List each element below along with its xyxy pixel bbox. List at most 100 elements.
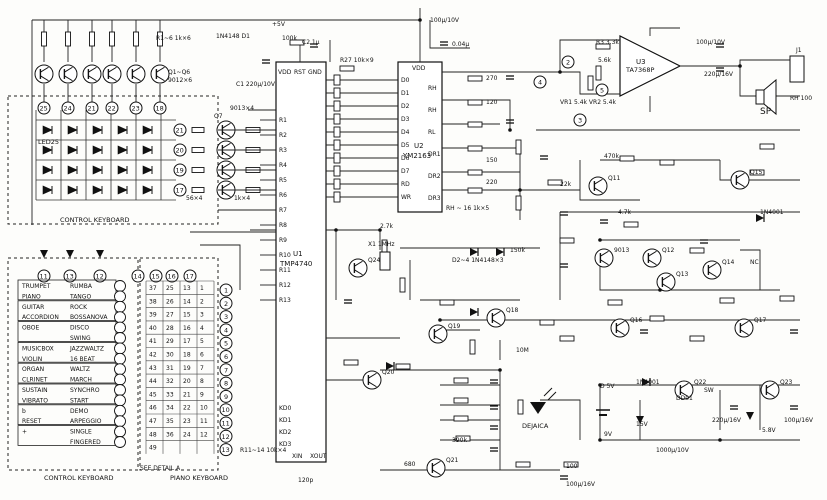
piano-cell-8-1: 33 bbox=[166, 391, 174, 398]
u2-pin-left-3: D3 bbox=[401, 116, 410, 123]
r56k-label: 5.6k bbox=[598, 57, 612, 64]
u2-pin-left-1: D1 bbox=[401, 90, 410, 97]
resistor-9 bbox=[619, 155, 635, 162]
transistor-q11-emitter bbox=[594, 187, 603, 194]
key-pin-14 bbox=[114, 425, 126, 438]
r-top-1 bbox=[41, 31, 47, 47]
junction-9 bbox=[598, 383, 602, 387]
label-q19: Q19 bbox=[448, 323, 461, 330]
u1-pin-KD1: KD1 bbox=[279, 417, 292, 424]
diode-3 bbox=[386, 362, 394, 370]
r3k3-label: R3 3.3k bbox=[596, 39, 619, 46]
pin-top-5-num: 18 bbox=[156, 105, 164, 113]
transistor-q12-collector bbox=[648, 250, 657, 257]
u2-ref: U2 bbox=[414, 142, 424, 150]
led-0-2 bbox=[92, 125, 103, 135]
u2-pin-left-9: WR bbox=[401, 194, 411, 201]
transistor-q4-collector bbox=[108, 66, 117, 73]
label-9012x6: 9012×6 bbox=[168, 77, 192, 84]
r10m-label: 10M bbox=[516, 347, 529, 354]
key-left-6: MUSICBOX bbox=[22, 345, 54, 352]
piano-cell-12-0: 49 bbox=[149, 445, 157, 452]
transistor-q21-emitter bbox=[432, 469, 441, 476]
dejaica-led-icon bbox=[530, 402, 546, 414]
transistor-q24-emitter bbox=[354, 269, 363, 276]
resistor-8 bbox=[547, 179, 563, 186]
vr-node-num-3: 3 bbox=[578, 117, 582, 125]
r1-6-label: R1~6 1k×6 bbox=[156, 35, 191, 42]
label-q22: Q22 bbox=[694, 379, 707, 386]
transistor-q5 bbox=[126, 64, 146, 84]
key-pin-13 bbox=[114, 415, 126, 428]
transistor-q21 bbox=[426, 458, 446, 478]
vr-node-0 bbox=[533, 75, 547, 89]
piano-cell-11-2: 24 bbox=[183, 431, 191, 438]
control-keyboard-box bbox=[7, 257, 139, 471]
bus-res-5 bbox=[333, 139, 341, 151]
pin-right-10-num: 11 bbox=[222, 420, 230, 428]
junction-7 bbox=[438, 318, 442, 322]
led-2-3 bbox=[117, 165, 128, 175]
key-left-1: PIANO bbox=[22, 293, 41, 300]
pin-right-4-num: 5 bbox=[224, 340, 228, 348]
u1-rst: RST bbox=[294, 69, 306, 76]
key-pin-10 bbox=[114, 384, 126, 396]
r220-label: 220 bbox=[486, 179, 498, 186]
pin-mid-3 bbox=[173, 183, 187, 197]
transistor-9013-collector bbox=[600, 250, 609, 257]
r1kx4-label: 1k×4 bbox=[234, 195, 250, 202]
transistor-q17 bbox=[734, 318, 754, 338]
key-right-3: BOSSANOVA bbox=[70, 314, 108, 321]
led-0-0 bbox=[42, 125, 53, 135]
key-pin-2 bbox=[114, 300, 126, 313]
key-pin-7 bbox=[114, 352, 126, 365]
piano-cell-10-3: 11 bbox=[200, 418, 208, 425]
transistor-q13 bbox=[656, 272, 676, 292]
transistor-q23-emitter bbox=[766, 391, 775, 398]
led-2-4 bbox=[142, 165, 153, 175]
plus5v-label-1: +5V bbox=[272, 21, 286, 28]
junction-8 bbox=[498, 368, 502, 372]
resistor-38 bbox=[587, 75, 594, 91]
control-keyboard-label-bottom: CONTROL KEYBOARD bbox=[44, 474, 113, 482]
resistor-2 bbox=[467, 121, 483, 128]
pin-top-2-num: 21 bbox=[88, 105, 96, 113]
resistor-34 bbox=[563, 461, 579, 468]
piano-cell-1-2: 14 bbox=[183, 298, 191, 305]
key-pin-1 bbox=[114, 290, 126, 303]
resistor-28 bbox=[395, 363, 411, 370]
label-q17: Q17 bbox=[754, 317, 767, 324]
transistor-q12 bbox=[642, 248, 662, 268]
transistor-q16-emitter bbox=[616, 329, 625, 336]
pin-bottom-0 bbox=[37, 269, 51, 283]
u1-vdd: VDD bbox=[278, 69, 292, 76]
c100u16-bottom: 100μ/16V bbox=[566, 481, 596, 488]
key-right-6: JAZZWALTZ bbox=[69, 345, 104, 352]
transistor-q4-emitter bbox=[108, 75, 117, 82]
j1-label: J1 bbox=[795, 47, 802, 54]
pin-bottom-6-num: 17 bbox=[186, 273, 194, 281]
pin-right-5-num: 6 bbox=[224, 353, 228, 361]
u1-pin-R2: R2 bbox=[279, 132, 287, 139]
resistor-0 bbox=[467, 75, 483, 82]
pin-top-4-num: 23 bbox=[132, 105, 140, 113]
resistor-19 bbox=[649, 315, 665, 322]
pin-right-12 bbox=[219, 443, 233, 457]
piano-cell-11-1: 36 bbox=[166, 431, 174, 438]
piano-cell-1-3: 2 bbox=[200, 298, 204, 305]
junction-13 bbox=[334, 228, 338, 232]
pin-bottom-2-num: 12 bbox=[96, 273, 104, 281]
resistor-40 bbox=[339, 65, 355, 72]
pin-bottom-3 bbox=[131, 269, 145, 283]
u2-pin-right-3: DR1 bbox=[428, 151, 441, 158]
resistor-20 bbox=[689, 335, 705, 342]
u1-pin-R9: R9 bbox=[279, 237, 287, 244]
transistor-q3-emitter bbox=[88, 75, 97, 82]
key-pin-0 bbox=[114, 280, 126, 292]
key-right-0: RUMBA bbox=[70, 283, 93, 290]
pin-top-2 bbox=[85, 101, 99, 115]
transistor-q16 bbox=[610, 318, 630, 338]
led-0-3 bbox=[117, 125, 128, 135]
